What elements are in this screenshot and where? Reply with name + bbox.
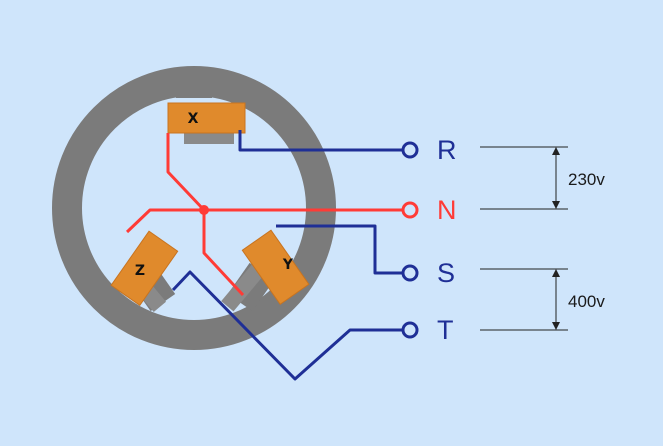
wire-y-start — [202, 210, 245, 297]
terminal-t-label: T — [437, 315, 454, 345]
coil-z: Z — [110, 230, 179, 307]
wire-t — [171, 270, 405, 381]
coil-y-label: Y — [282, 257, 294, 273]
wire-s — [276, 224, 405, 275]
terminal-s-label: S — [437, 258, 455, 288]
phase-wiring — [171, 130, 405, 381]
coil-z-label: Z — [135, 263, 145, 279]
terminal-n-label: N — [437, 195, 457, 225]
coil-x-label: X — [188, 111, 199, 127]
coil-y: Y — [241, 229, 310, 306]
wire-r — [238, 130, 405, 152]
terminal-r-label: R — [437, 135, 457, 165]
reference-lines — [480, 146, 568, 331]
voltage-400v-label: 400v — [568, 292, 605, 311]
dimension-400v: 400v — [552, 269, 605, 330]
star-point — [199, 205, 209, 215]
terminal-r — [401, 141, 419, 159]
terminal-t — [401, 321, 419, 339]
dimension-230v: 230v — [552, 147, 605, 209]
voltage-230v-label: 230v — [568, 170, 605, 189]
terminal-n — [401, 201, 419, 219]
wire-x-start — [166, 133, 206, 212]
coil-x: X — [167, 102, 246, 134]
neutral-wiring — [125, 133, 405, 297]
wire-neutral-bus — [125, 208, 405, 234]
terminal-s — [401, 264, 419, 282]
